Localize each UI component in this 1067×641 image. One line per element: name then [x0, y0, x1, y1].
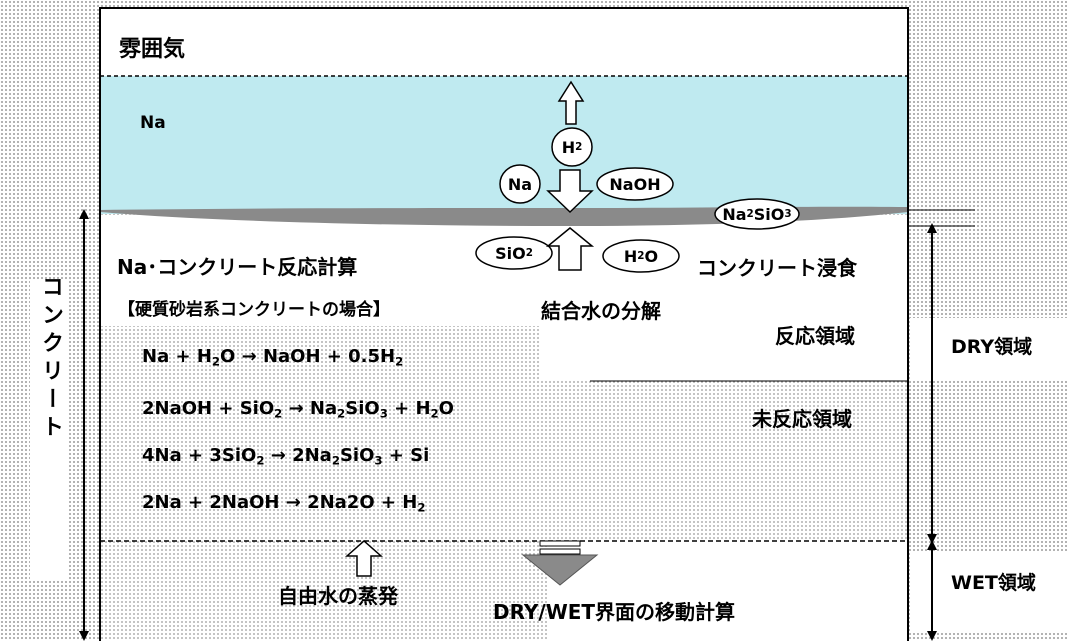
reaction-product-layer — [100, 206, 908, 226]
equation-2: 2NaOH + SiO2 → Na2SiO3 + H2O — [142, 398, 454, 421]
interface-marker-upper — [539, 540, 581, 547]
concrete-side-label: コンクリート — [38, 275, 63, 443]
na-label: Na — [507, 174, 533, 194]
atmosphere-region — [100, 8, 908, 76]
h2-bubble — [551, 127, 593, 167]
equation-4: 2Na + 2NaOH → 2Na2O + H2 — [142, 492, 426, 515]
equation-1: Na + H2O → NaOH + 0.5H2 — [142, 346, 404, 369]
left-label-background — [30, 280, 68, 580]
reaction-calc-label: Na･コンクリート反応計算 — [117, 255, 358, 279]
interface-marker-lower — [539, 548, 581, 555]
bound-water-label: 結合水の分解 — [541, 299, 661, 323]
up-arrow-h2-release — [557, 80, 585, 125]
dry-wet-lower-panel — [548, 541, 908, 641]
atmosphere-label: 雰囲気 — [119, 37, 186, 62]
dry-zone-label: DRY領域 — [951, 336, 1033, 358]
down-arrow-into-concrete — [546, 169, 594, 214]
naoh-bubble — [596, 167, 674, 201]
wet-zone-label: WET領域 — [951, 572, 1036, 594]
concrete-erosion-label: コンクリート浸食 — [697, 256, 857, 280]
reaction-label-panel — [100, 216, 540, 326]
main-frame — [99, 7, 909, 641]
na-bubble — [499, 164, 541, 204]
free-water-label: 自由水の蒸発 — [278, 584, 398, 608]
down-arrow-interface-move — [521, 554, 599, 586]
equation-3: 4Na + 3SiO2 → 2Na2SiO3 + Si — [142, 445, 430, 468]
up-arrow-free-water — [345, 539, 383, 577]
erosion-label-panel — [540, 216, 908, 381]
sodium-pool-label: Na — [140, 113, 166, 133]
interface-calc-label: DRY/WET界面の移動計算 — [493, 600, 736, 624]
up-arrow-from-concrete — [545, 227, 595, 271]
h2o-bubble — [602, 239, 680, 273]
naoh-label: NaOH — [609, 174, 661, 194]
case-note-label: 【硬質砂岩系コンクリートの場合】 — [118, 300, 390, 320]
na2sio3-bubble — [714, 198, 800, 230]
unreacted-zone-label: 未反応領域 — [752, 407, 852, 431]
sio2-bubble — [475, 236, 553, 270]
reaction-zone-label: 反応領域 — [775, 324, 855, 348]
